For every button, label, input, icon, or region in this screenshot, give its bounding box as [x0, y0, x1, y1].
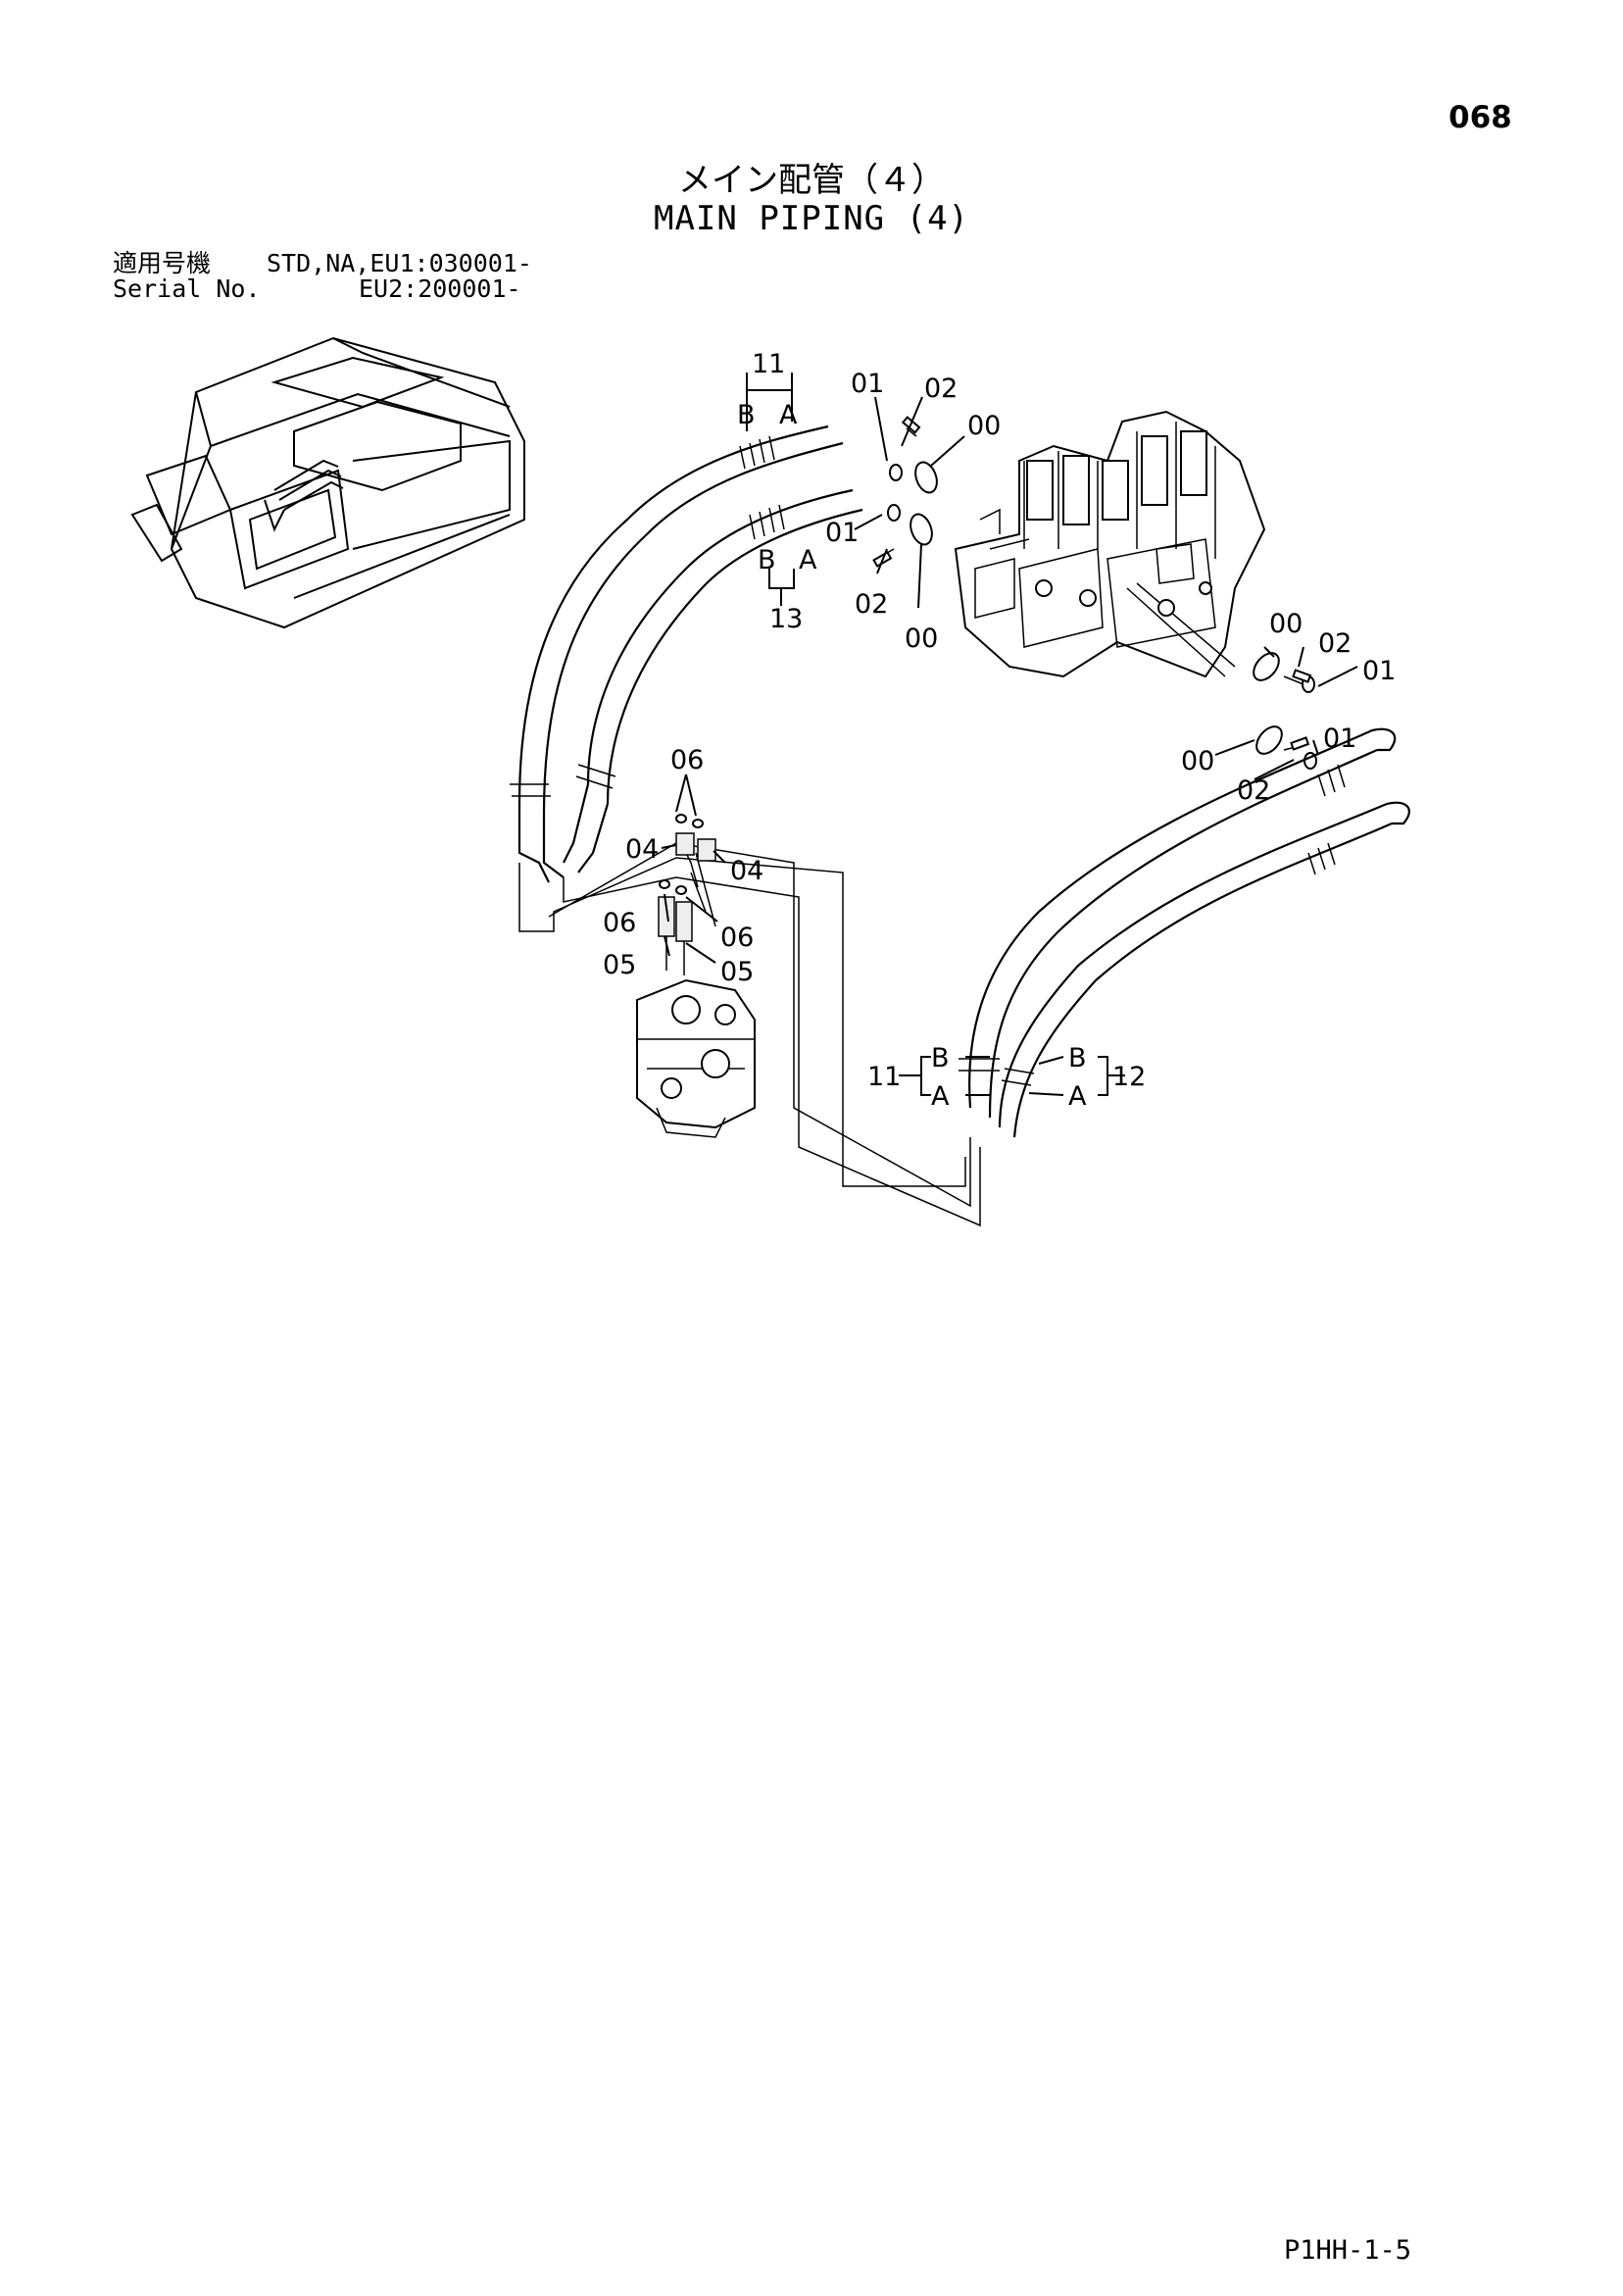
serial-label-english: Serial No.	[113, 275, 261, 303]
page-number: 068	[1449, 100, 1512, 135]
callout-06-top: 06	[670, 745, 704, 775]
callout-b-mid: B	[758, 545, 776, 575]
excavator-thumbnail	[130, 336, 525, 629]
callout-b-bottom-left: B	[931, 1043, 950, 1073]
callout-02-b: 02	[855, 589, 888, 620]
page-title-english: MAIN PIPING (4)	[653, 199, 970, 238]
swivel-joint	[636, 978, 756, 1138]
callout-11-top: 11	[752, 349, 785, 379]
callout-00-b: 00	[905, 624, 938, 654]
footer-code: P1HH-1-5	[1284, 2235, 1412, 2266]
callout-06-left: 06	[603, 908, 636, 938]
callout-01-c: 01	[1362, 656, 1396, 686]
flange-fittings	[872, 416, 1317, 770]
hoses	[510, 424, 1410, 1138]
callout-04-right: 04	[730, 856, 763, 886]
routing-lines	[518, 842, 981, 1227]
callout-a-top: A	[779, 400, 798, 430]
callout-a-bottom-left: A	[931, 1081, 950, 1112]
serial-label-japanese: 適用号機	[113, 249, 212, 277]
serial-range-line2: EU2:200001-	[359, 275, 521, 303]
callout-b-top: B	[737, 400, 756, 430]
callout-11-bottom: 11	[867, 1062, 901, 1092]
control-valve-assembly	[954, 410, 1266, 678]
callout-02-c: 02	[1318, 628, 1352, 659]
page-title-japanese: メイン配管（４）	[678, 161, 945, 200]
callout-05-left: 05	[603, 950, 636, 980]
callout-12-bottom: 12	[1112, 1062, 1146, 1092]
leader-lines	[661, 373, 1358, 1096]
callout-05-right: 05	[720, 957, 754, 987]
callout-02-d: 02	[1237, 775, 1270, 806]
callout-01-a: 01	[851, 369, 884, 399]
callout-00-d: 00	[1181, 746, 1214, 776]
callout-01-b: 01	[825, 518, 859, 548]
callout-02-a: 02	[924, 374, 958, 404]
callout-a-mid: A	[799, 545, 817, 575]
callout-01-d: 01	[1323, 724, 1356, 754]
callout-13: 13	[769, 604, 803, 634]
serial-range-line1: STD,NA,EU1:030001-	[267, 249, 532, 277]
adapter-fittings	[658, 814, 716, 975]
callout-b-bottom-right: B	[1068, 1043, 1087, 1073]
callout-00-c: 00	[1269, 609, 1303, 639]
callout-06-right: 06	[720, 923, 754, 953]
callout-labels: 11 B A B A 13 01 02 00 01 02 00 00 02 01…	[603, 349, 1396, 1112]
callout-04-left: 04	[625, 834, 659, 865]
callout-a-bottom-right: A	[1068, 1081, 1087, 1112]
callout-00-a: 00	[967, 411, 1001, 441]
